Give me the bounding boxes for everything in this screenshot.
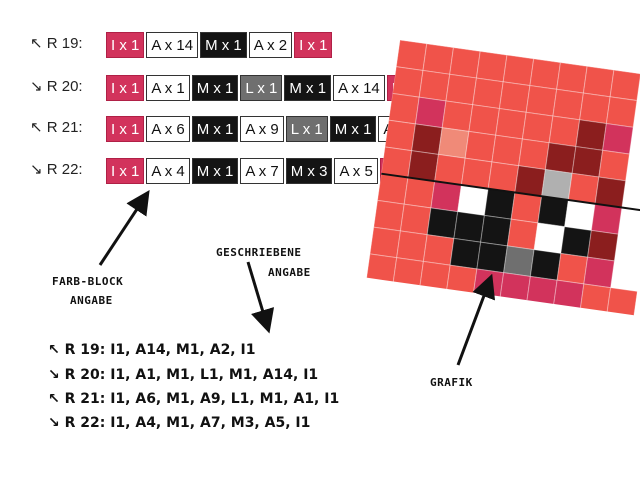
color-cell: M x 1 [200, 32, 247, 58]
color-cell: L x 1 [240, 75, 283, 101]
color-cell: I x 1 [294, 32, 333, 58]
color-cell: M x 1 [329, 116, 377, 142]
color-cell: A x 14 [146, 32, 199, 58]
cell-group: I x 1A x 4M x 1A x 7M x 3A x 5I x [106, 158, 408, 184]
arrow-farb-block [98, 189, 150, 266]
written-row-22: ↘ R 22: I1, A4, M1, A7, M3, A5, I1 [48, 415, 311, 431]
color-cell: A x 4 [146, 158, 190, 184]
color-cell: A x 14 [333, 75, 385, 101]
pixel-cell [606, 287, 638, 316]
farb-block-label-2: ANGABE [70, 294, 113, 307]
geschriebene-label: GESCHRIEBENE [216, 246, 302, 259]
written-row-20: ↘ R 20: I1, A1, M1, L1, M1, A14, I1 [48, 367, 319, 383]
color-cell: I x 1 [106, 116, 145, 142]
row-label: ↘ R 20: [30, 78, 83, 95]
row-label: ↘ R 22: [30, 161, 83, 178]
color-cell: L x 1 [285, 116, 328, 142]
farb-block-label: FARB-BLOCK [52, 275, 124, 288]
color-cell: A x 2 [248, 32, 293, 58]
color-cell: A x 7 [240, 158, 284, 184]
color-cell: M x 3 [285, 158, 333, 184]
row-label: ↖ R 21: [30, 119, 83, 136]
color-cell: A x 1 [146, 75, 190, 101]
color-cell: M x 1 [284, 75, 332, 101]
grafik-label: GRAFIK [430, 376, 473, 389]
arrow-geschriebene [246, 261, 275, 334]
written-row-21: ↖ R 21: I1, A6, M1, A9, L1, M1, A1, I1 [48, 391, 340, 407]
color-cell: I x 1 [106, 32, 145, 58]
color-cell: M x 1 [191, 75, 239, 101]
row-marker-line [381, 172, 640, 213]
written-row-19: ↖ R 19: I1, A14, M1, A2, I1 [48, 342, 256, 358]
color-cell: I x 1 [106, 158, 145, 184]
color-cell: M x 1 [191, 158, 239, 184]
color-cell: A x 9 [240, 116, 284, 142]
arrow-grafik [456, 273, 496, 366]
row-label: ↖ R 19: [30, 35, 83, 52]
color-cell: I x 1 [106, 75, 145, 101]
color-cell: A x 5 [334, 158, 378, 184]
cell-group: I x 1A x 6M x 1A x 9L x 1M x 1A x [106, 116, 411, 142]
color-cell: M x 1 [191, 116, 239, 142]
color-cell: A x 6 [146, 116, 190, 142]
geschriebene-label-2: ANGABE [268, 266, 311, 279]
